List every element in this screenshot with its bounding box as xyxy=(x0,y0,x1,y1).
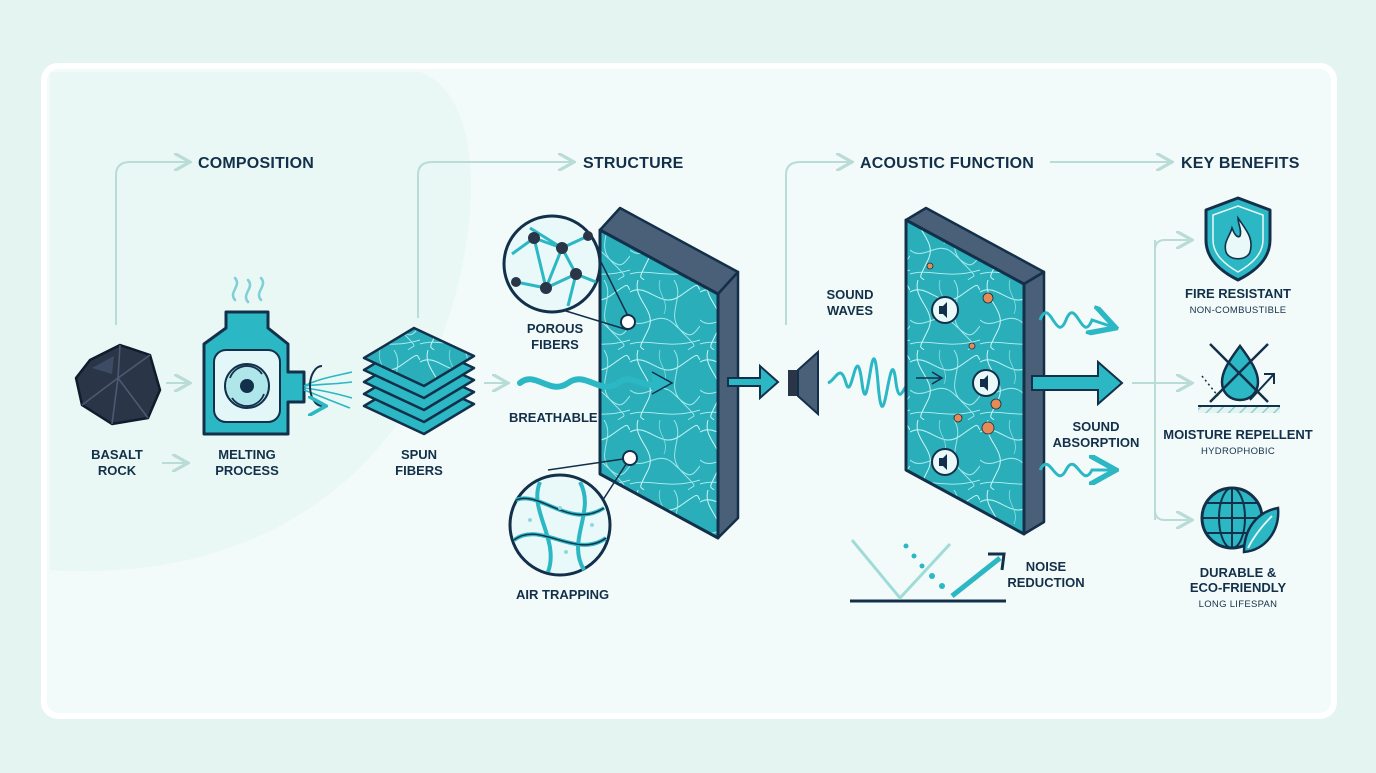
label-spun-fibers-2: FIBERS xyxy=(395,463,443,478)
flow-lines xyxy=(115,162,1190,520)
absorption-arrow xyxy=(1031,359,1124,407)
label-noise-reduction-2: REDUCTION xyxy=(1007,575,1084,590)
porous-fibers-magnifier xyxy=(502,214,636,331)
label-noise-reduction-1: NOISE xyxy=(1026,559,1067,574)
melting-furnace-icon xyxy=(202,276,353,436)
water-drop-crossed-icon xyxy=(1198,343,1280,413)
label-porous-fibers-1: POROUS xyxy=(527,321,584,336)
benefit-subtitle-long-lifespan: LONG LIFESPAN xyxy=(1199,599,1278,610)
benefit-subtitle-non-combustible: NON-COMBUSTIBLE xyxy=(1190,305,1287,316)
spun-fibers-stack-icon xyxy=(362,326,476,436)
breathable-wave-icon xyxy=(517,376,663,390)
label-air-trapping: AIR TRAPPING xyxy=(516,587,609,602)
benefit-subtitle-hydrophobic: HYDROPHOBIC xyxy=(1201,446,1275,457)
reflected-wave-bottom xyxy=(1038,464,1110,476)
header-acoustic-function: ACOUSTIC FUNCTION xyxy=(860,155,1034,172)
header-composition: COMPOSITION xyxy=(198,155,314,172)
label-sound-absorption-1: SOUND xyxy=(1073,419,1120,434)
label-melting-process-1: MELTING xyxy=(218,447,276,462)
benefit-title-durable-1: DURABLE & xyxy=(1200,565,1277,580)
speaker-icon xyxy=(788,349,819,417)
air-trapping-magnifier xyxy=(508,450,638,577)
label-breathable: BREATHABLE xyxy=(509,410,598,425)
header-key-benefits: KEY BENEFITS xyxy=(1181,155,1300,172)
label-sound-absorption-2: ABSORPTION xyxy=(1053,435,1140,450)
header-structure: STRUCTURE xyxy=(583,155,684,172)
acoustic-panel xyxy=(904,206,1046,536)
globe-leaf-icon xyxy=(1200,486,1280,554)
incoming-sound-wave xyxy=(827,357,913,408)
panel-output-arrow xyxy=(727,363,780,401)
flame-shield-icon xyxy=(1204,196,1272,282)
label-basalt-rock-1: BASALT xyxy=(91,447,143,462)
label-sound-waves-2: WAVES xyxy=(827,303,873,318)
breathable-arrowhead xyxy=(651,371,674,395)
label-porous-fibers-2: FIBERS xyxy=(531,337,579,352)
benefit-title-durable-2: ECO-FRIENDLY xyxy=(1190,580,1287,595)
benefit-title-fire-resistant: FIRE RESISTANT xyxy=(1185,286,1291,301)
benefit-title-moisture-repellent: MOISTURE REPELLENT xyxy=(1163,427,1313,442)
label-basalt-rock-2: ROCK xyxy=(98,463,137,478)
label-melting-process-2: PROCESS xyxy=(215,463,279,478)
label-spun-fibers-1: SPUN xyxy=(401,447,437,462)
basalt-rock-icon xyxy=(74,343,162,426)
noise-reduction-icon xyxy=(850,539,1006,603)
reflected-wave-top xyxy=(1038,313,1110,327)
label-sound-waves-1: SOUND xyxy=(827,287,874,302)
